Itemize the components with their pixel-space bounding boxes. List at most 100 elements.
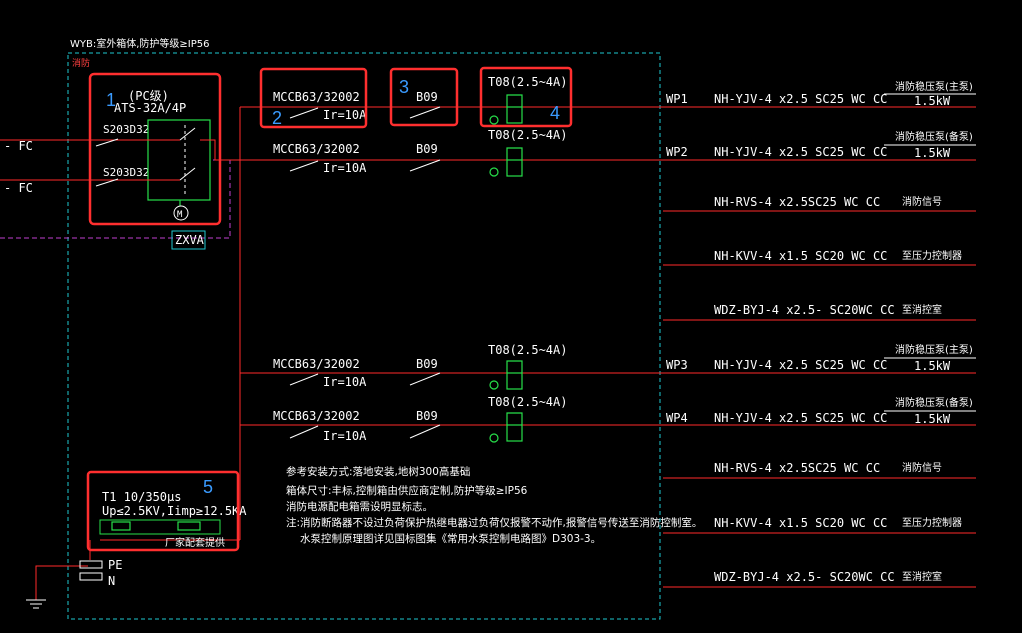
spd-element-1: [111, 521, 131, 531]
ats-breaker-contact-2: [95, 178, 119, 187]
signal-dest-2: 至压力控制器: [902, 249, 962, 262]
b09-contact-wp1: [409, 106, 441, 119]
relay-icon-wp4: [506, 412, 523, 425]
ir-label-wp2: Ir=10A: [323, 161, 367, 175]
mccb-label-wp2: MCCB63/32002: [273, 142, 360, 156]
callout-box-4: [479, 66, 573, 128]
ats-breaker-1: S203D32: [103, 123, 149, 136]
relay-coil-wp1: [506, 106, 523, 124]
signal-dest-6: 至消控室: [902, 570, 942, 583]
ats-breaker-contact-1: [95, 138, 119, 147]
power-wp1: 1.5kW: [914, 94, 951, 108]
mccb-label-wp4: MCCB63/32002: [273, 409, 360, 423]
ats-breaker-2: S203D32: [103, 166, 149, 179]
cable-wp3: NH-YJV-4 x2.5 SC25 WC CC: [714, 358, 887, 372]
ir-label-wp3: Ir=10A: [323, 375, 367, 389]
callout-number-1: 1: [106, 90, 116, 110]
callout-number-2: 2: [272, 108, 282, 128]
signal-dest-5: 至压力控制器: [902, 516, 962, 529]
enclosure-boundary: [67, 52, 661, 620]
load-wp4: 消防稳压泵(备泵): [895, 396, 973, 409]
callout-number-4: 4: [550, 103, 560, 123]
circuit-id-wp1: WP1: [666, 92, 688, 106]
load-wp2: 消防稳压泵(备泵): [895, 130, 973, 143]
spd-supplier: 厂家配套提供: [165, 536, 225, 549]
spd-frame: [99, 519, 221, 535]
b09-label-wp2: B09: [416, 142, 438, 156]
cable-wp2: NH-YJV-4 x2.5 SC25 WC CC: [714, 145, 887, 159]
signal-dest-1: 消防信号: [902, 195, 942, 208]
enclosure-spec: WYB:室外箱体,防护等级≥IP56: [70, 37, 210, 50]
note-line-4: 注:消防断路器不设过负荷保护热继电器过负荷仅报警不动作,报警信号传送至消防控制室…: [286, 516, 702, 529]
control-link: [0, 159, 231, 239]
callout-box-5: [86, 470, 240, 552]
circuit-id-wp3: WP3: [666, 358, 688, 372]
ats-output-line: [200, 139, 240, 161]
ats-model: ATS-32A/4P: [114, 101, 186, 115]
power-wp3: 1.5kW: [914, 359, 951, 373]
signal-cable-3: WDZ-BYJ-4 x2.5- SC20WC CC: [714, 303, 895, 317]
b09-label-wp3: B09: [416, 357, 438, 371]
n-terminal: [79, 572, 103, 581]
b09-contact-wp4: [409, 424, 441, 439]
b09-label-wp1: B09: [416, 90, 438, 104]
mccb-label-wp1: MCCB63/32002: [273, 90, 360, 104]
mccb-contact-wp3: [289, 373, 319, 386]
relay-label-wp1: T08(2.5~4A): [488, 75, 567, 89]
relay-aux-icon-wp3: [489, 380, 499, 390]
relay-label-wp4: T08(2.5~4A): [488, 395, 567, 409]
signal-cable-5: NH-KVV-4 x1.5 SC20 WC CC: [714, 516, 887, 530]
callout-box-1: [88, 72, 222, 226]
n-label: N: [108, 574, 115, 588]
note-line-3: 消防电源配电箱需设明显标志。: [286, 500, 433, 513]
relay-aux-icon-wp4: [489, 433, 499, 443]
callout-number-3: 3: [399, 77, 409, 97]
b09-contact-wp2: [409, 159, 441, 172]
relay-coil-wp4: [506, 424, 523, 442]
callout-number-5: 5: [203, 477, 213, 497]
signal-cable-6: WDZ-BYJ-4 x2.5- SC20WC CC: [714, 570, 895, 584]
load-wp1: 消防稳压泵(主泵): [895, 80, 973, 93]
signal-cable-4: NH-RVS-4 x2.5SC25 WC CC: [714, 461, 880, 475]
note-line-1: 参考安装方式:落地安装,地树300高基础: [286, 465, 470, 478]
pe-label: PE: [108, 558, 122, 572]
incoming-label-1: - FC: [4, 139, 33, 153]
signal-dest-3: 至消控室: [902, 303, 942, 316]
signal-cable-2: NH-KVV-4 x1.5 SC20 WC CC: [714, 249, 887, 263]
circuit-id-wp4: WP4: [666, 411, 688, 425]
callout-box-2: [259, 67, 368, 129]
panel-tag: 消防: [72, 57, 90, 69]
spd-element-2: [177, 521, 201, 531]
motor-label: M: [177, 210, 183, 220]
controller-label: ZXVA: [175, 233, 205, 247]
note-line-5: 水泵控制原理图详见国标图集《常用水泵控制电路图》D303-3。: [300, 532, 601, 545]
relay-coil-wp3: [506, 372, 523, 390]
relay-aux-icon-wp2: [489, 167, 499, 177]
motor-icon: [173, 205, 189, 221]
cable-wp4: NH-YJV-4 x2.5 SC25 WC CC: [714, 411, 887, 425]
controller-box: [171, 230, 206, 250]
spd-class: T1 10/350μs: [102, 490, 181, 504]
b09-label-wp4: B09: [416, 409, 438, 423]
b09-contact-wp3: [409, 372, 441, 386]
mccb-contact-wp4: [289, 425, 319, 439]
ats-contact-upper: [179, 127, 196, 141]
relay-coil-wp2: [506, 159, 523, 177]
signal-dest-4: 消防信号: [902, 461, 942, 474]
mccb-contact-wp1: [289, 107, 319, 119]
incoming-label-2: - FC: [4, 181, 33, 195]
note-line-2: 箱体尺寸:丰标,控制箱由供应商定制,防护等级≥IP56: [286, 484, 528, 497]
pe-terminal: [79, 560, 103, 569]
ats-contact-lower: [179, 167, 196, 181]
cable-wp1: NH-YJV-4 x2.5 SC25 WC CC: [714, 92, 887, 106]
mccb-label-wp3: MCCB63/32002: [273, 357, 360, 371]
circuit-id-wp2: WP2: [666, 145, 688, 159]
spd-rating: Up≤2.5KV,Iimp≥12.5KA: [102, 504, 247, 518]
relay-label-wp3: T08(2.5~4A): [488, 343, 567, 357]
ground-conductor: [35, 565, 88, 600]
ats-switch-body: [147, 119, 211, 201]
ir-label-wp4: Ir=10A: [323, 429, 367, 443]
relay-label-wp2: T08(2.5~4A): [488, 128, 567, 142]
load-wp3: 消防稳压泵(主泵): [895, 343, 973, 356]
